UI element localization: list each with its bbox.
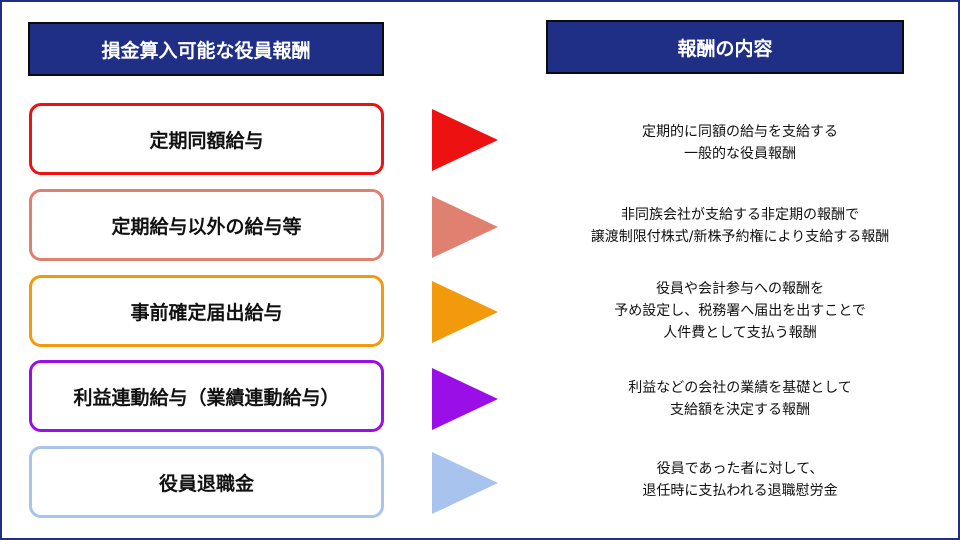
- description-pre-notified-salary: 役員や会計参与への報酬を 予め設定し、税務署へ届出を出すことで 人件費として支払…: [540, 278, 940, 344]
- description-line: 予め設定し、税務署へ届出を出すことで: [614, 303, 866, 319]
- arrow-right-icon: [432, 196, 498, 258]
- description-line: 利益などの会社の業績を基礎として: [628, 380, 852, 396]
- arrow-right-icon: [432, 281, 498, 343]
- description-line: 定期的に同額の給与を支給する: [642, 124, 838, 140]
- header-left-label: 損金算入可能な役員報酬: [101, 39, 311, 62]
- category-label: 利益連動給与（業績連動給与）: [73, 386, 340, 409]
- description-line: 譲渡制限付株式/新株予約権により支給する報酬: [590, 229, 890, 245]
- category-box-pre-notified-salary: 事前確定届出給与: [29, 275, 384, 347]
- description-other-regular-salary: 非同族会社が支給する非定期の報酬で 譲渡制限付株式/新株予約権により支給する報酬: [540, 204, 940, 248]
- category-label: 事前確定届出給与: [130, 301, 283, 324]
- arrow-right-icon: [432, 452, 498, 514]
- description-fixed-regular-salary: 定期的に同額の給与を支給する 一般的な役員報酬: [540, 121, 940, 165]
- description-performance-linked-salary: 利益などの会社の業績を基礎として 支給額を決定する報酬: [540, 377, 940, 421]
- arrow-right-icon: [432, 368, 498, 430]
- category-label: 定期給与以外の給与等: [111, 215, 302, 238]
- category-box-performance-linked-salary: 利益連動給与（業績連動給与）: [29, 360, 384, 432]
- description-line: 人件費として支払う報酬: [663, 325, 817, 341]
- category-box-other-regular-salary: 定期給与以外の給与等: [29, 189, 384, 261]
- header-right-label: 報酬の内容: [677, 37, 773, 60]
- arrow-right-icon: [432, 109, 498, 171]
- description-line: 退任時に支払われる退職慰労金: [642, 483, 838, 499]
- description-retirement-allowance: 役員であった者に対して、 退任時に支払われる退職慰労金: [540, 458, 940, 502]
- category-label: 定期同額給与: [149, 129, 264, 152]
- header-compensation-content: 報酬の内容: [546, 20, 904, 74]
- description-line: 支給額を決定する報酬: [670, 402, 810, 418]
- category-label: 役員退職金: [158, 472, 254, 495]
- description-line: 非同族会社が支給する非定期の報酬で: [621, 207, 859, 223]
- description-line: 役員や会計参与への報酬を: [656, 281, 824, 297]
- category-box-fixed-regular-salary: 定期同額給与: [29, 103, 384, 175]
- description-line: 役員であった者に対して、: [656, 461, 824, 477]
- header-deductible-compensation: 損金算入可能な役員報酬: [28, 22, 384, 76]
- description-line: 一般的な役員報酬: [684, 146, 796, 162]
- category-box-retirement-allowance: 役員退職金: [29, 446, 384, 518]
